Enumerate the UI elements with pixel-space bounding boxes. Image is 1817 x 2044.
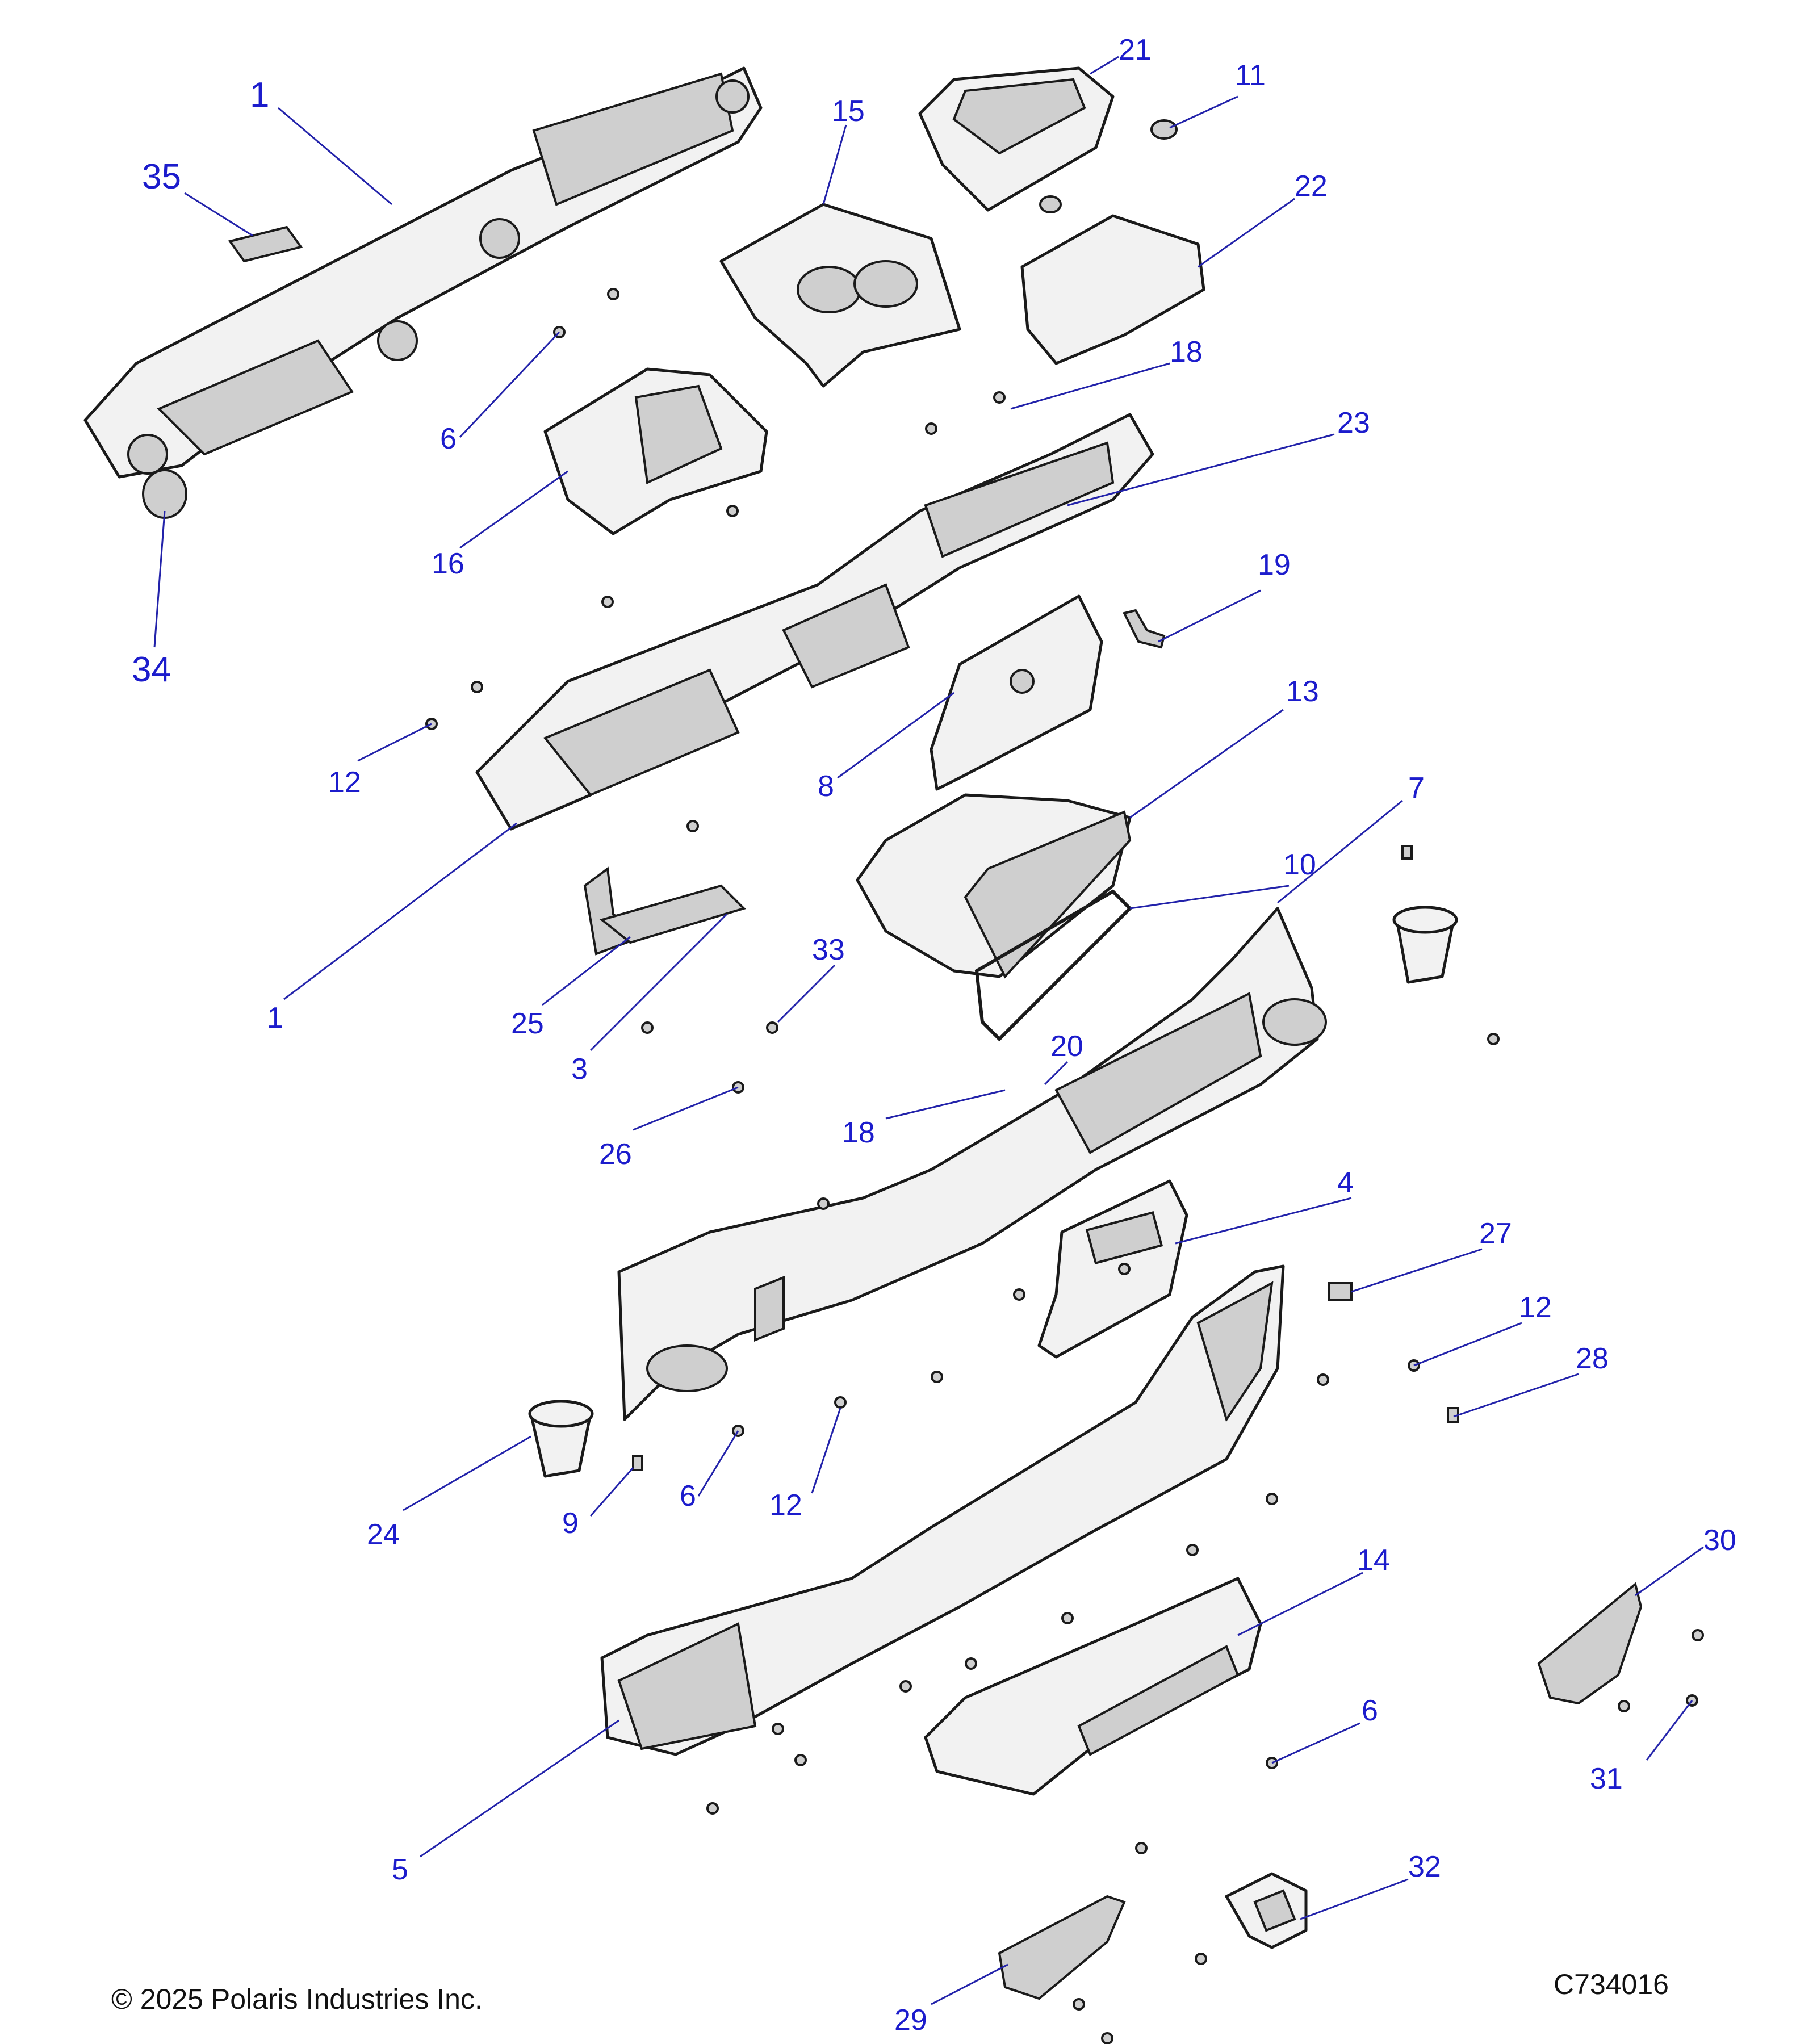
callout-26: 26 xyxy=(599,1138,632,1171)
drawing-number: C734016 xyxy=(1554,1968,1669,2000)
callout-3: 3 xyxy=(571,1053,588,1086)
cupholder-insert-right xyxy=(1392,906,1458,984)
middle-dash-panel xyxy=(475,413,1154,831)
callout-14: 14 xyxy=(1357,1544,1390,1577)
callout-6-middle: 6 xyxy=(680,1480,696,1513)
leader-lines xyxy=(153,56,1704,2005)
vent-grille-right xyxy=(1537,1582,1643,1705)
vent-grille-lower xyxy=(998,1895,1126,2000)
callout-12-lower: 12 xyxy=(769,1489,802,1522)
callout-12-upper: 12 xyxy=(328,766,361,799)
callout-7: 7 xyxy=(1408,772,1425,805)
lower-storage-bin xyxy=(924,1577,1262,1796)
copyright-text: © 2025 Polaris Industries Inc. xyxy=(111,1983,483,2015)
cupholder-insert-left xyxy=(528,1400,594,1478)
callout-6-upper: 6 xyxy=(440,422,457,455)
cupholder-tray xyxy=(719,203,961,388)
callout-12-right: 12 xyxy=(1519,1291,1552,1324)
callout-labels: 1 35 34 15 21 11 22 18 23 6 16 19 12 13 … xyxy=(132,33,1736,2037)
lower-dash-trim xyxy=(600,1264,1285,1756)
callout-31: 31 xyxy=(1590,1762,1623,1795)
upper-dash-panel xyxy=(83,66,763,479)
callout-18-upper: 18 xyxy=(1170,336,1203,368)
cover-plate xyxy=(228,225,303,263)
lower-instrument-panel xyxy=(617,907,1327,1421)
callout-15: 15 xyxy=(832,95,865,128)
callout-28: 28 xyxy=(1576,1342,1609,1375)
vent-housing xyxy=(1225,1872,1308,1949)
center-console-cover xyxy=(543,367,768,535)
callout-16: 16 xyxy=(432,547,464,580)
hardware-fasteners xyxy=(425,288,1704,2044)
callout-23: 23 xyxy=(1337,407,1370,439)
callout-19: 19 xyxy=(1258,548,1291,581)
callout-25: 25 xyxy=(511,1007,544,1040)
glovebox-latch xyxy=(1123,609,1166,649)
callout-10: 10 xyxy=(1283,848,1316,881)
callout-9: 9 xyxy=(562,1507,579,1540)
mounting-bracket xyxy=(583,866,746,956)
storage-bin xyxy=(1020,214,1205,365)
rubber-plug xyxy=(1039,119,1178,213)
callout-22: 22 xyxy=(1295,170,1328,203)
callout-1-upper: 1 xyxy=(250,76,269,115)
callout-29: 29 xyxy=(894,2004,927,2037)
glovebox-door xyxy=(930,594,1103,791)
callout-35: 35 xyxy=(142,157,181,196)
callout-34: 34 xyxy=(132,650,171,689)
callout-32: 32 xyxy=(1408,1850,1441,1883)
callout-6-lower: 6 xyxy=(1362,1694,1378,1727)
callout-1-middle: 1 xyxy=(267,1002,283,1034)
callout-24: 24 xyxy=(367,1518,400,1551)
callout-4: 4 xyxy=(1337,1166,1354,1199)
glovebox-bin xyxy=(856,793,1132,979)
callout-13: 13 xyxy=(1286,675,1319,708)
callout-30: 30 xyxy=(1703,1524,1736,1557)
callout-5: 5 xyxy=(392,1853,408,1886)
switch-panel xyxy=(1037,1179,1188,1359)
callout-27: 27 xyxy=(1479,1217,1512,1250)
speaker-grille xyxy=(142,469,187,519)
glovebox-seal xyxy=(974,889,1133,1042)
callout-18-lower: 18 xyxy=(842,1116,875,1149)
callout-11: 11 xyxy=(1235,59,1266,92)
display-bezel xyxy=(918,66,1115,212)
callout-8: 8 xyxy=(818,770,834,803)
callout-20: 20 xyxy=(1050,1030,1083,1063)
callout-21: 21 xyxy=(1119,33,1152,66)
callout-33: 33 xyxy=(812,933,845,966)
